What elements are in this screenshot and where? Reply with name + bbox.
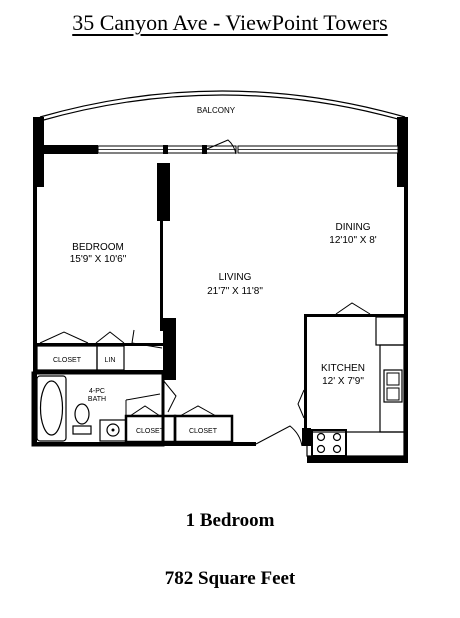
bedroom-closet-doors <box>39 331 125 344</box>
closet-2-label: CLOSET <box>189 428 218 435</box>
balcony-railing <box>39 90 406 118</box>
linen-label: LIN <box>105 357 116 364</box>
stove <box>311 429 347 457</box>
bath-label-line2: BATH <box>88 396 106 403</box>
partition-pier-top <box>157 163 170 221</box>
toilet-icon <box>74 403 90 425</box>
north-wall-left <box>33 145 98 154</box>
wall-pier-right <box>397 117 408 187</box>
bedroom-count: 1 Bedroom <box>185 510 275 531</box>
bedroom-door-swing <box>131 329 163 349</box>
kitchen-dims: 12' X 7'9" <box>322 376 364 387</box>
stove-burner-2 <box>332 432 342 442</box>
hall-door-swing <box>162 379 177 413</box>
kitchen-south-wall <box>307 456 408 463</box>
sink-basin-2 <box>386 387 400 401</box>
stove-burner-4 <box>332 444 342 454</box>
dining-dims: 12'10" X 8' <box>329 235 376 246</box>
bedroom-label: BEDROOM <box>72 242 124 253</box>
square-footage: 782 Square Feet <box>164 568 296 589</box>
dining-label: DINING <box>336 222 371 233</box>
bathtub <box>36 375 67 442</box>
stove-burner-3 <box>316 444 326 454</box>
kitchen-west-wall <box>304 314 307 434</box>
sink-drain <box>111 428 115 432</box>
window-mullion-1 <box>163 145 168 154</box>
partition-pier-bottom <box>163 318 176 380</box>
kitchen-side-door <box>297 389 305 419</box>
bedroom-south-wall <box>33 343 163 346</box>
window-mullion-2 <box>202 145 207 154</box>
floor-plan: BALCONY BEDROOM 15'9" X 10'6" LIVING 21'… <box>31 90 408 463</box>
kitchen-door-swing <box>335 302 371 315</box>
bedroom-dims: 15'9" X 10'6" <box>70 254 127 265</box>
closet-1-label: CLOSET <box>136 428 165 435</box>
bath-door-swing <box>125 393 161 418</box>
stove-burner-1 <box>316 432 326 442</box>
partition-wall <box>160 221 163 331</box>
fridge <box>375 316 405 346</box>
west-wall <box>33 145 37 445</box>
living-dims: 21'7" X 11'8" <box>207 286 263 297</box>
closet-bedroom-label: CLOSET <box>53 357 82 364</box>
east-wall <box>404 145 408 463</box>
page-title: 35 Canyon Ave - ViewPoint Towers <box>72 10 388 35</box>
south-wall-west <box>33 442 256 446</box>
hall-closet-doors <box>129 405 217 417</box>
living-label: LIVING <box>219 272 252 283</box>
balcony-door-swing <box>206 139 237 155</box>
balcony-label: BALCONY <box>197 106 236 115</box>
entry-door-swing <box>255 425 303 447</box>
sink-basin-1 <box>386 372 400 386</box>
toilet-tank <box>72 425 92 435</box>
kitchen-north-wall <box>304 314 408 317</box>
kitchen-label: KITCHEN <box>321 363 365 374</box>
balcony-railing-inner <box>39 94 406 122</box>
bath-label-line1: 4-PC <box>89 388 105 395</box>
bathtub-basin <box>39 380 64 436</box>
double-sink <box>383 369 403 403</box>
sink-icon <box>106 423 120 437</box>
